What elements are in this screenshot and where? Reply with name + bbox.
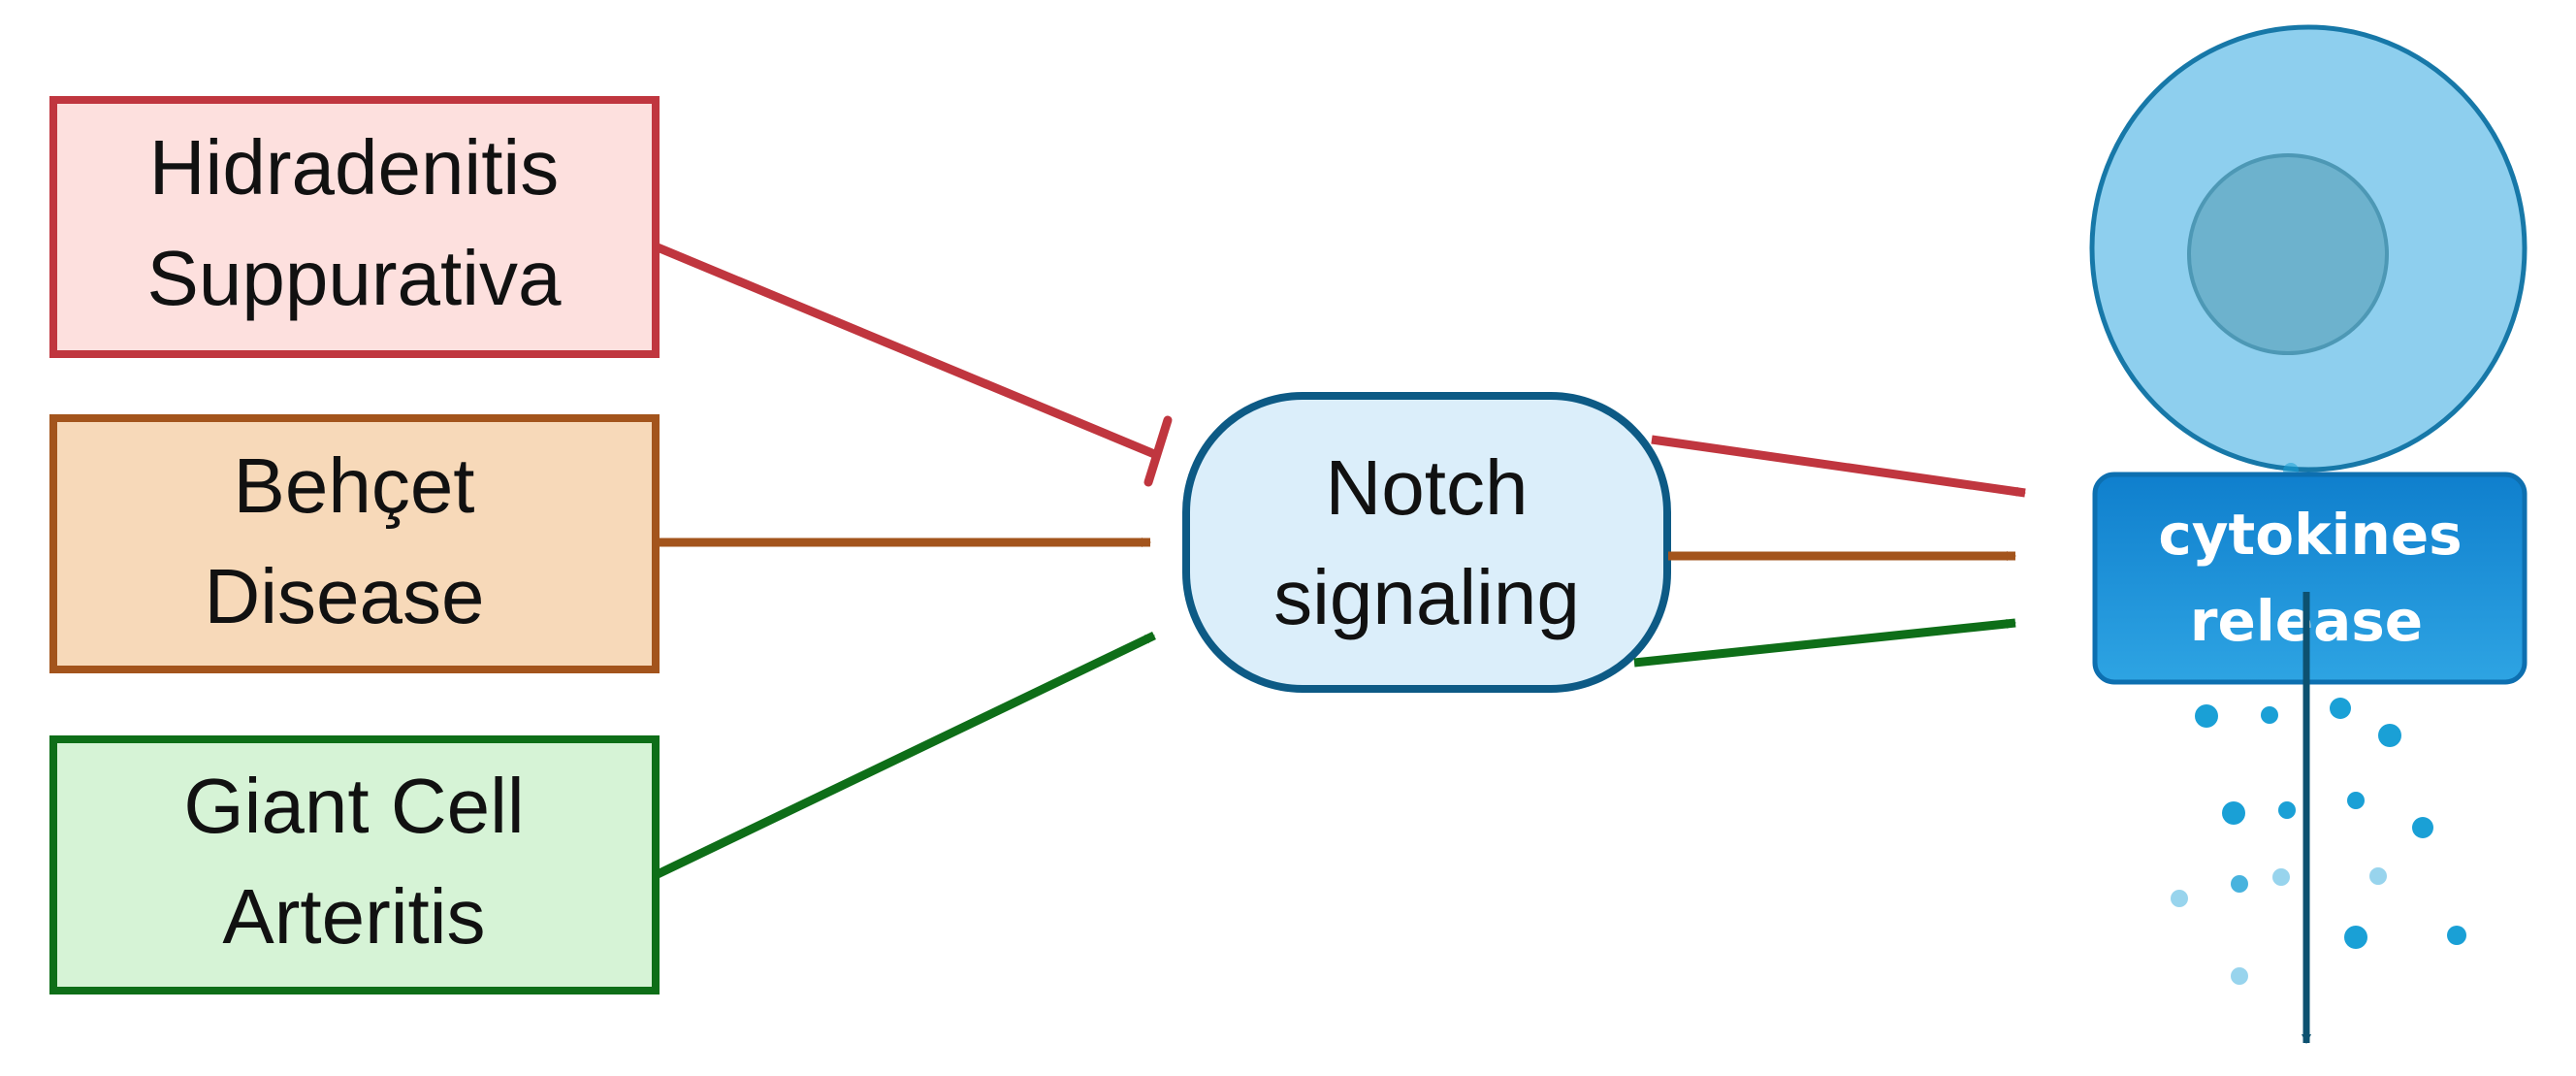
disease-label-line: Disease [204,553,484,639]
cytokines-label-line: cytokines [2158,502,2462,568]
disease-label-line: Arteritis [222,873,485,960]
output-arrow-hs [1651,435,2026,498]
inhibition-connector-hs [656,243,1173,487]
notch-label-line: Notch [1326,444,1529,531]
activation-arrow-gca [656,631,1156,879]
disease-label-line: Hidradenitis [149,124,559,211]
disease-box-behcet-disease: Behçet Disease [49,414,660,673]
disease-box-giant-cell-arteritis: Giant Cell Arteritis [49,735,660,994]
notch-label-line: signaling [1273,554,1580,640]
disease-label-line: Behçet [233,442,474,529]
notch-signaling-node: Notch signaling [1182,392,1671,693]
disease-box-hidradenitis-suppurativa: Hidradenitis Suppurativa [49,96,660,358]
disease-label-line: Giant Cell [183,763,524,849]
immune-cell-icon [2089,24,2528,473]
disease-label-line: Suppurativa [147,235,562,321]
output-arrow-gca [1633,618,2016,668]
